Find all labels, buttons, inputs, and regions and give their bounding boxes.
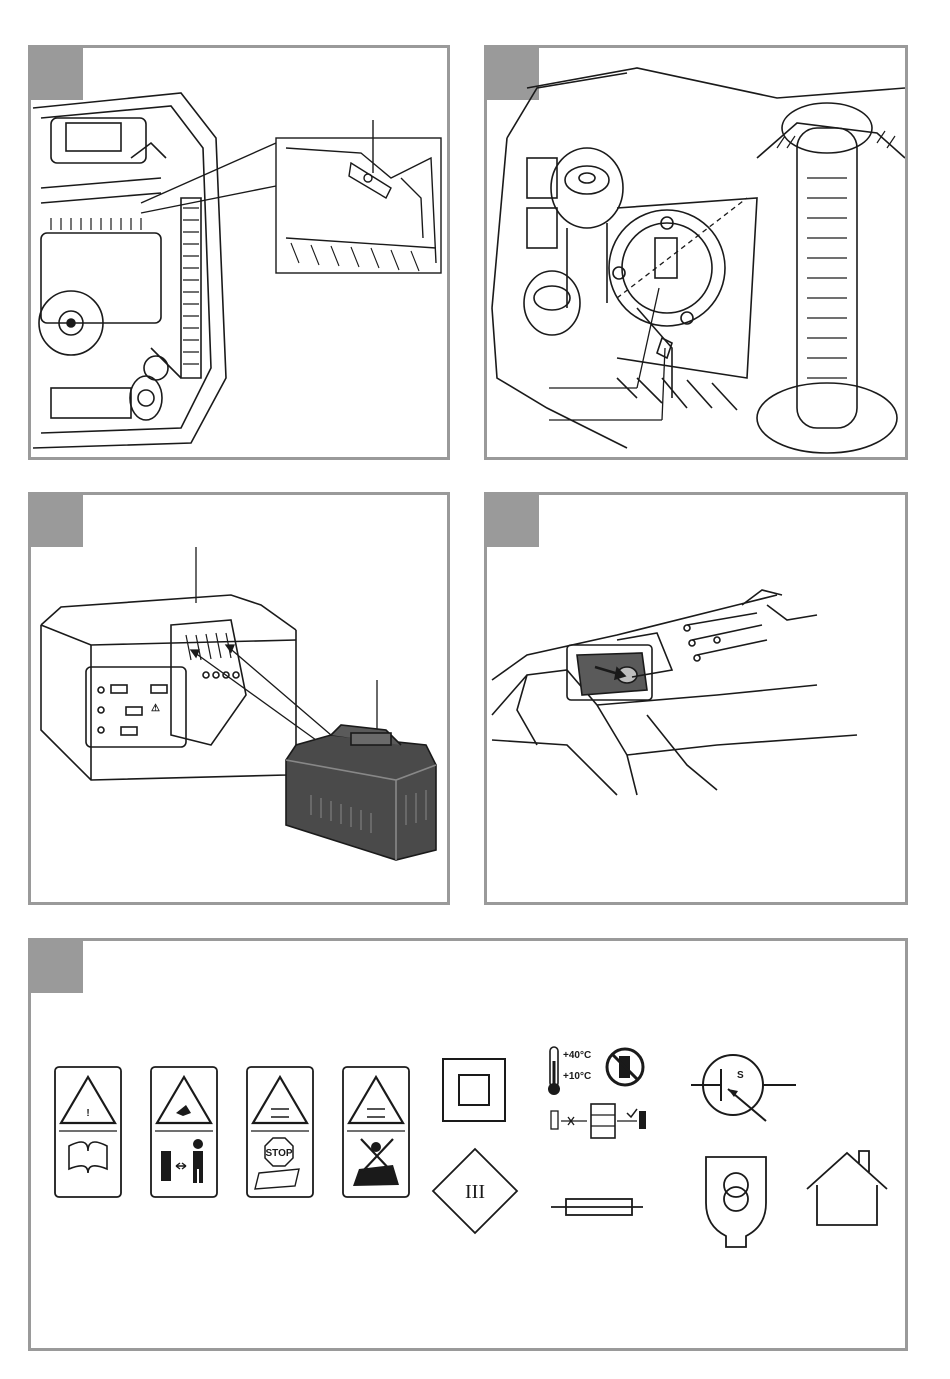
do-not-ride-warning-icon — [343, 1067, 409, 1197]
control-panel-illustration — [487, 495, 905, 902]
figure-panel-3: ⚠ — [28, 492, 450, 905]
figure-panel-1 — [28, 45, 450, 460]
stop-sign-text: STOP — [265, 1148, 292, 1159]
thrown-objects-warning-icon — [151, 1067, 217, 1197]
mower-body-illustration — [31, 48, 447, 457]
read-manual-warning-icon: ! — [55, 1067, 121, 1197]
figure-panel-4 — [484, 492, 908, 905]
fuse-icon — [551, 1199, 643, 1215]
indoor-use-house-icon — [807, 1151, 887, 1225]
figure-panel-2 — [484, 45, 908, 460]
transistor-letter: S — [737, 1070, 744, 1081]
class-2-insulation-icon — [443, 1059, 505, 1121]
symbols-sheet: ! STOP — [31, 941, 905, 1348]
charger-battery-illustration: ⚠ — [31, 495, 447, 902]
figure-panel-5: ! STOP — [28, 938, 908, 1351]
class-3-numeral: III — [465, 1181, 485, 1203]
switch-mode-transformer-icon: S — [691, 1055, 796, 1121]
svg-text:⚠: ⚠ — [151, 703, 160, 714]
temperature-max-label: +40°C — [563, 1050, 591, 1061]
battery-temperature-storage-icon: +40°C +10°C — [548, 1047, 646, 1138]
class-3-protection-icon: III — [433, 1149, 517, 1233]
svg-text:!: ! — [86, 1108, 89, 1119]
maintenance-stop-warning-icon: STOP — [247, 1067, 313, 1197]
safety-transformer-icon — [706, 1157, 766, 1247]
temperature-min-label: +10°C — [563, 1071, 591, 1082]
mower-interior-illustration — [487, 48, 905, 457]
